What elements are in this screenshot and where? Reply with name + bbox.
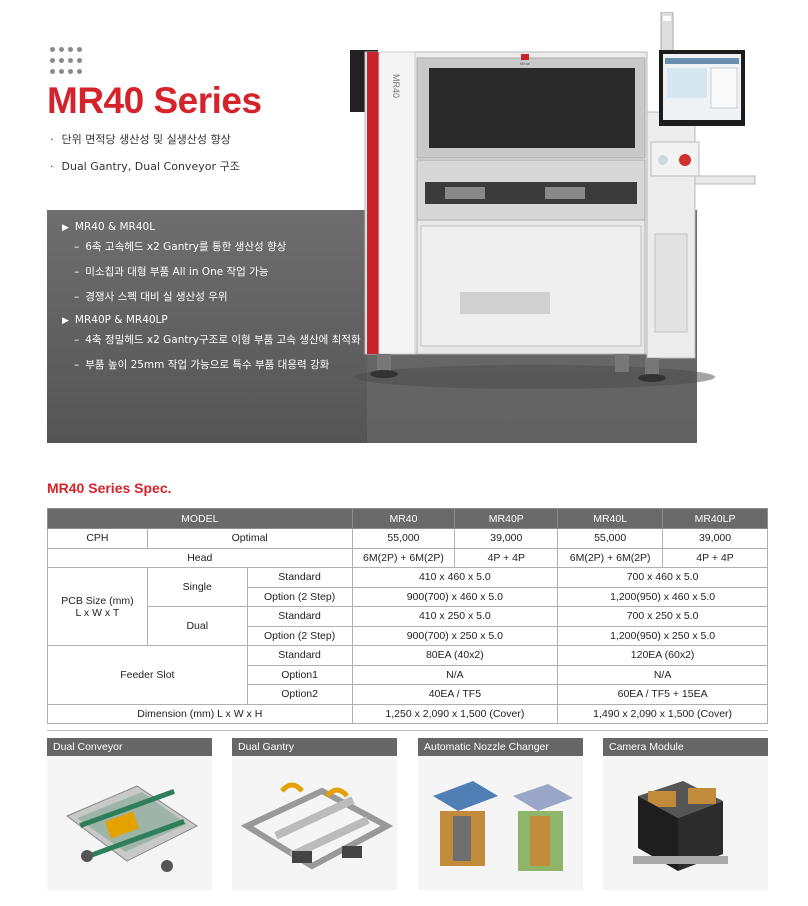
row-sublabel: Option (2 Step)	[246, 625, 353, 646]
table-row: Dual Standard 410 x 250 x 5.0 700 x 250 …	[48, 606, 768, 646]
module-title: Dual Conveyor	[47, 738, 212, 756]
nozzle-changer-image	[418, 756, 583, 890]
machine-image: MR40 Mirae	[345, 11, 765, 442]
table-cell: 700 x 250 x 5.0	[557, 606, 768, 627]
dual-gantry-image	[232, 756, 397, 890]
table-cell: 1,490 x 2,090 x 1,500 (Cover)	[557, 703, 768, 724]
feature-item: 부품 높이 25mm 작업 가능으로 특수 부품 대응력 강화	[74, 357, 361, 372]
table-cell: 410 x 460 x 5.0	[351, 567, 559, 588]
module-nozzle-changer: Automatic Nozzle Changer	[418, 738, 583, 890]
table-cell: 60EA / TF5 + 15EA	[557, 684, 768, 705]
feature-item: 4축 정밀헤드 x2 Gantry구조로 이형 부품 고속 생산에 최적화	[74, 332, 360, 347]
feature-item: 6축 고속헤드 x2 Gantry를 통한 생산성 향상	[74, 239, 361, 254]
dual-conveyor-image	[47, 756, 212, 890]
table-row: Dimension (mm) L x W x H 1,250 x 2,090 x…	[47, 703, 768, 724]
table-cell: 4P + 4P	[662, 547, 768, 568]
intro-bullet: 단위 면적당 생산성 및 실생산성 향상	[50, 131, 240, 147]
row-sublabel: Standard	[246, 567, 353, 588]
table-cell: 900(700) x 460 x 5.0	[351, 586, 559, 607]
row-label: PCB Size (mm) L x W x T	[47, 567, 148, 646]
column-header: MR40L	[557, 508, 664, 529]
row-sublabel: Option1	[246, 664, 353, 685]
feature-heading: MR40P & MR40LP	[62, 314, 361, 326]
column-header: MR40	[351, 508, 456, 529]
module-title: Dual Gantry	[232, 738, 397, 756]
table-header-row: MODEL MR40 MR40P MR40L MR40LP	[47, 508, 768, 529]
table-cell: 1,200(950) x 460 x 5.0	[557, 586, 768, 607]
table-cell: 1,250 x 2,090 x 1,500 (Cover)	[351, 703, 559, 724]
row-sublabel: Option (2 Step)	[246, 586, 353, 607]
column-header: MODEL	[47, 508, 353, 529]
row-sublabel: Single	[146, 567, 248, 607]
section-divider	[47, 730, 768, 731]
row-sublabel: Standard	[246, 645, 353, 666]
table-cell: 6M(2P) + 6M(2P)	[557, 547, 664, 568]
module-dual-conveyor: Dual Conveyor	[47, 738, 212, 890]
table-cell: 120EA (60x2)	[557, 645, 768, 666]
table-cell: 55,000	[557, 528, 664, 549]
table-cell: 80EA (40x2)	[351, 645, 559, 666]
intro-bullet: Dual Gantry, Dual Conveyor 구조	[50, 158, 240, 174]
row-sublabel: Option2	[246, 684, 353, 705]
module-gallery: Dual Conveyor Dual Gantry	[47, 738, 768, 890]
column-header: MR40LP	[662, 508, 768, 529]
table-cell: 6M(2P) + 6M(2P)	[351, 547, 456, 568]
feature-list: MR40 & MR40L 6축 고속헤드 x2 Gantry를 통한 생산성 향…	[62, 219, 361, 382]
table-cell: 1,200(950) x 250 x 5.0	[557, 625, 768, 646]
row-label: Head	[47, 547, 353, 568]
feature-item: 경쟁사 스펙 대비 실 생산성 우위	[74, 289, 361, 304]
table-cell: 39,000	[454, 528, 559, 549]
intro-bullets: 단위 면적당 생산성 및 실생산성 향상 Dual Gantry, Dual C…	[50, 131, 240, 185]
table-row: Option (2 Step) 900(700) x 250 x 5.0 1,2…	[48, 625, 768, 646]
pcb-label-line1: PCB Size (mm)	[61, 594, 134, 607]
table-cell: 55,000	[351, 528, 456, 549]
pcb-label-line2: L x W x T	[75, 606, 120, 619]
table-row: Option (2 Step) 900(700) x 460 x 5.0 1,2…	[48, 586, 768, 607]
row-label: Dimension (mm) L x W x H	[47, 703, 353, 724]
page-title: MR40 Series	[47, 80, 262, 121]
module-dual-gantry: Dual Gantry	[232, 738, 397, 890]
table-cell: 900(700) x 250 x 5.0	[351, 625, 559, 646]
row-label: Feeder Slot	[47, 645, 248, 705]
row-label: CPH	[47, 528, 148, 549]
table-row: CPH Optimal 55,000 39,000 55,000 39,000	[47, 528, 768, 549]
decorative-dots	[50, 47, 82, 74]
row-sublabel: Standard	[246, 606, 353, 627]
feature-item: 미소칩과 대형 부품 All in One 작업 가능	[74, 264, 361, 279]
row-sublabel: Dual	[146, 606, 248, 646]
table-row: Feeder Slot Standard 80EA (40x2) 120EA (…	[47, 645, 768, 705]
module-title: Automatic Nozzle Changer	[418, 738, 583, 756]
module-camera: Camera Module	[603, 738, 768, 890]
table-row: Option2 40EA / TF5 60EA / TF5 + 15EA	[48, 684, 768, 705]
feature-heading: MR40 & MR40L	[62, 221, 361, 233]
table-cell: N/A	[351, 664, 559, 685]
table-cell: 410 x 250 x 5.0	[351, 606, 559, 627]
table-cell: 40EA / TF5	[351, 684, 559, 705]
table-row: Head 6M(2P) + 6M(2P) 4P + 4P 6M(2P) + 6M…	[47, 547, 768, 568]
module-title: Camera Module	[603, 738, 768, 756]
machine-brand: Mirae	[520, 61, 531, 66]
column-header: MR40P	[454, 508, 559, 529]
machine-side-label: MR40	[391, 74, 401, 98]
table-row: Option1 N/A N/A	[48, 664, 768, 685]
table-row: PCB Size (mm) L x W x T Single Standard …	[47, 567, 768, 646]
row-sublabel: Optimal	[146, 528, 353, 549]
spec-table: MODEL MR40 MR40P MR40L MR40LP CPH Optima…	[47, 508, 768, 724]
camera-module-image	[603, 756, 768, 890]
table-cell: 39,000	[662, 528, 768, 549]
table-cell: 700 x 460 x 5.0	[557, 567, 768, 588]
table-cell: N/A	[557, 664, 768, 685]
spec-title: MR40 Series Spec.	[47, 480, 172, 496]
table-cell: 4P + 4P	[454, 547, 559, 568]
